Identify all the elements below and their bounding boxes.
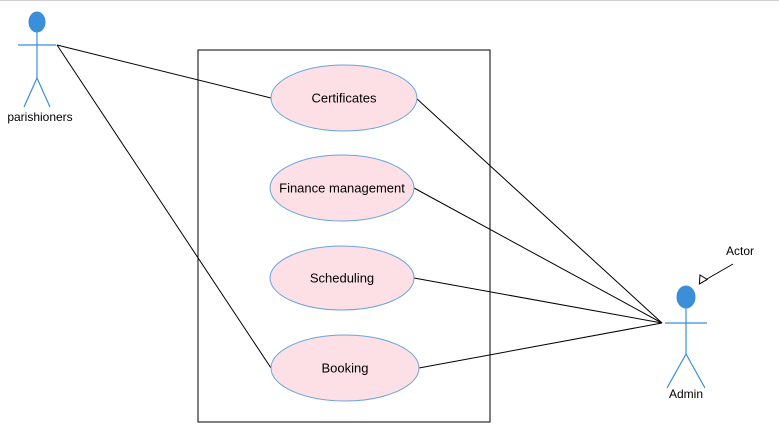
use-case-certificates[interactable]: Certificates (270, 64, 418, 132)
actor-parishioners-right-leg (36, 77, 51, 108)
association-parishioners-booking (56, 44, 272, 369)
actor-parishioners-label: parishioners (7, 110, 72, 124)
actor-annotation-label: Actor (726, 244, 754, 258)
actor-parishioners-left-leg (23, 77, 38, 108)
use-case-booking-shape (270, 334, 420, 402)
actor-parishioners-head (28, 11, 46, 33)
use-case-scheduling-shape (269, 245, 415, 311)
association-parishioners-certificates (56, 44, 272, 99)
canvas-top-border (0, 0, 779, 1)
use-case-booking-label: Booking (322, 361, 369, 376)
use-case-finance-management-shape (269, 154, 415, 222)
association-admin-booking (418, 322, 663, 369)
actor-parishioners-figure (18, 11, 56, 108)
actor-parishioners[interactable]: parishioners (7, 11, 73, 124)
association-admin-scheduling (413, 277, 663, 324)
use-case-finance-management[interactable]: Finance management (269, 154, 415, 222)
use-case-certificates-label: Certificates (311, 91, 377, 106)
association-admin-finance (413, 187, 663, 324)
actor-admin-label: Admin (669, 387, 703, 401)
use-case-scheduling-label: Scheduling (310, 271, 374, 286)
actor-annotation: Actor (698, 244, 754, 285)
use-case-booking[interactable]: Booking (270, 334, 420, 402)
use-case-certificates-shape (270, 64, 418, 132)
actor-annotation-arrowhead-icon (698, 274, 709, 285)
use-case-finance-management-label: Finance management (279, 181, 405, 196)
actor-admin-head (676, 285, 696, 309)
actor-admin-right-leg (685, 353, 706, 389)
use-case-scheduling[interactable]: Scheduling (269, 245, 415, 311)
actor-admin[interactable]: Admin (665, 285, 707, 401)
actor-admin-figure (665, 285, 707, 389)
actor-admin-left-leg (666, 353, 687, 389)
association-admin-certificates (415, 97, 663, 324)
system-boundary (197, 49, 491, 423)
